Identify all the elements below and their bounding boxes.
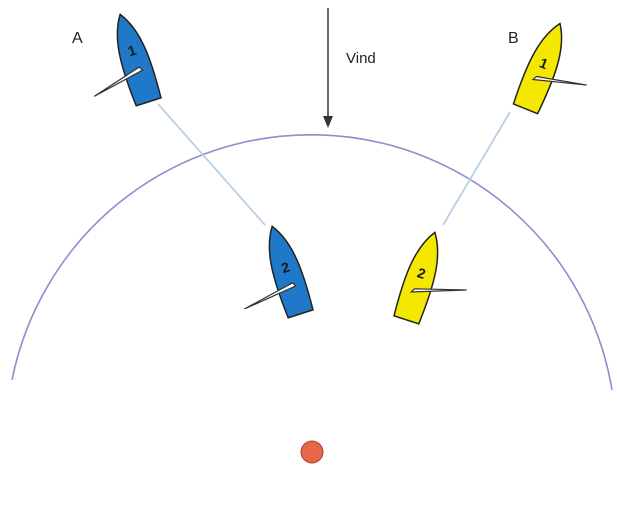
boat-b-position-2: 2 bbox=[393, 231, 467, 325]
boat-b-label: B bbox=[508, 30, 519, 47]
boat-b1-sail bbox=[531, 75, 587, 86]
boat-b2-hull bbox=[393, 231, 439, 325]
track-line-b bbox=[442, 111, 511, 226]
boat-b1-hull bbox=[512, 22, 563, 115]
wind-arrow bbox=[323, 8, 333, 128]
boat-a-position-1: 1 bbox=[93, 13, 162, 107]
track-line-a bbox=[157, 103, 266, 226]
zone-circle bbox=[11, 133, 613, 391]
boat-a-label: A bbox=[72, 30, 83, 47]
boat-a2-hull bbox=[268, 225, 314, 319]
boat-a-position-2: 2 bbox=[244, 225, 314, 319]
boat-b-position-1: 1 bbox=[512, 22, 587, 115]
boat-a1-sail bbox=[93, 66, 144, 97]
mark-buoy bbox=[300, 440, 324, 464]
boat-a1-hull bbox=[116, 13, 162, 107]
boat-b2-sail bbox=[409, 288, 467, 293]
boat-a2-sail bbox=[244, 282, 297, 310]
wind-label: Vind bbox=[346, 50, 376, 67]
